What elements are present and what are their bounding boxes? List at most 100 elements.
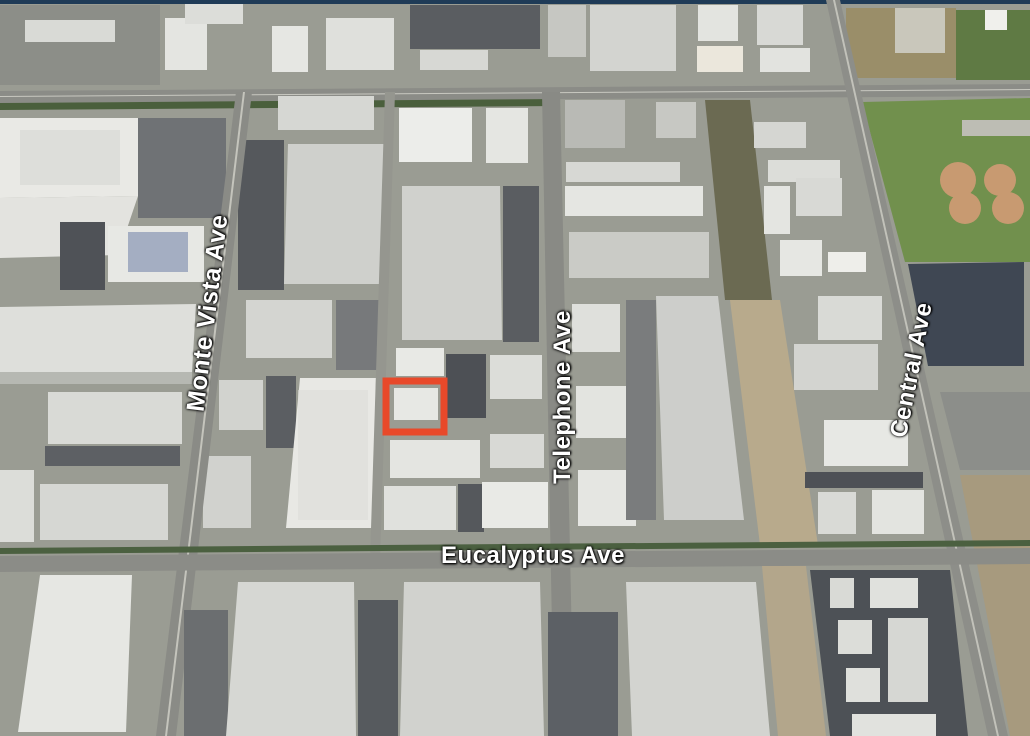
building (754, 122, 806, 148)
building (565, 186, 703, 216)
building (828, 252, 866, 272)
tree-row (0, 540, 1030, 554)
solar (128, 232, 188, 272)
building (0, 304, 196, 376)
building (796, 178, 842, 216)
dirt-lot (730, 300, 818, 545)
building (272, 26, 308, 72)
building (872, 490, 924, 534)
building (548, 5, 586, 57)
building (18, 575, 132, 732)
roof-detail (20, 130, 120, 185)
building-shadow (0, 372, 192, 384)
parking (266, 376, 296, 448)
building (870, 578, 918, 608)
building (764, 186, 790, 234)
building (490, 434, 544, 468)
dirt-lot (762, 566, 826, 736)
trees (705, 100, 772, 300)
road (542, 92, 574, 736)
building (384, 486, 456, 530)
parking (446, 354, 486, 418)
parking (908, 262, 1024, 366)
building (165, 18, 207, 70)
parking (60, 222, 105, 290)
building (565, 100, 625, 148)
parking (410, 5, 540, 49)
park-building (962, 120, 1030, 136)
building (846, 668, 880, 702)
building (656, 102, 696, 138)
building (278, 96, 374, 130)
parking (336, 300, 380, 370)
lot (940, 392, 1030, 470)
building (246, 300, 332, 358)
building (626, 582, 770, 736)
road-median (165, 92, 245, 736)
building (698, 5, 738, 41)
parking (138, 118, 226, 218)
roof-detail (298, 390, 368, 520)
building (697, 46, 743, 72)
road-label-telephone-ave: Telephone Ave (549, 310, 576, 484)
building (780, 240, 822, 276)
building (590, 5, 676, 71)
building (818, 492, 856, 534)
ballfield (984, 164, 1016, 196)
building (888, 618, 928, 702)
building (25, 20, 115, 42)
parking (805, 472, 923, 488)
building (0, 470, 34, 542)
building (48, 392, 182, 444)
building (420, 50, 488, 70)
building (219, 380, 263, 430)
building (566, 162, 680, 182)
building (402, 186, 502, 340)
building (40, 484, 168, 540)
parking (238, 140, 284, 290)
building (757, 5, 803, 45)
building (569, 232, 709, 278)
ballfield (940, 162, 976, 198)
parking (626, 300, 656, 520)
building (794, 344, 878, 390)
ballfield (949, 192, 981, 224)
building (768, 160, 840, 182)
building (656, 296, 744, 520)
building (486, 108, 528, 163)
road-label-eucalyptus-ave: Eucalyptus Ave (441, 542, 625, 569)
building (838, 620, 872, 654)
top-edge (0, 0, 1030, 4)
parking (358, 600, 398, 736)
building (482, 482, 548, 528)
road (370, 92, 395, 560)
building (396, 348, 444, 376)
building (185, 4, 243, 24)
building (284, 144, 384, 284)
road-line (0, 89, 1030, 97)
building (203, 456, 251, 528)
ballfield (992, 192, 1024, 224)
field (895, 8, 945, 53)
building (326, 18, 394, 70)
parking (503, 186, 539, 342)
building (399, 108, 472, 162)
building (490, 355, 542, 399)
highlight-property-roof (394, 388, 438, 420)
property-highlight-box[interactable] (382, 377, 448, 436)
building (400, 582, 544, 736)
building (852, 714, 936, 736)
building (390, 440, 480, 478)
building (824, 420, 908, 466)
building (985, 10, 1007, 30)
building (830, 578, 854, 608)
parking (184, 610, 228, 736)
parking (548, 612, 618, 736)
parking (45, 446, 180, 466)
building (226, 582, 356, 736)
building (760, 48, 810, 72)
building (572, 304, 620, 352)
lot (0, 5, 160, 85)
